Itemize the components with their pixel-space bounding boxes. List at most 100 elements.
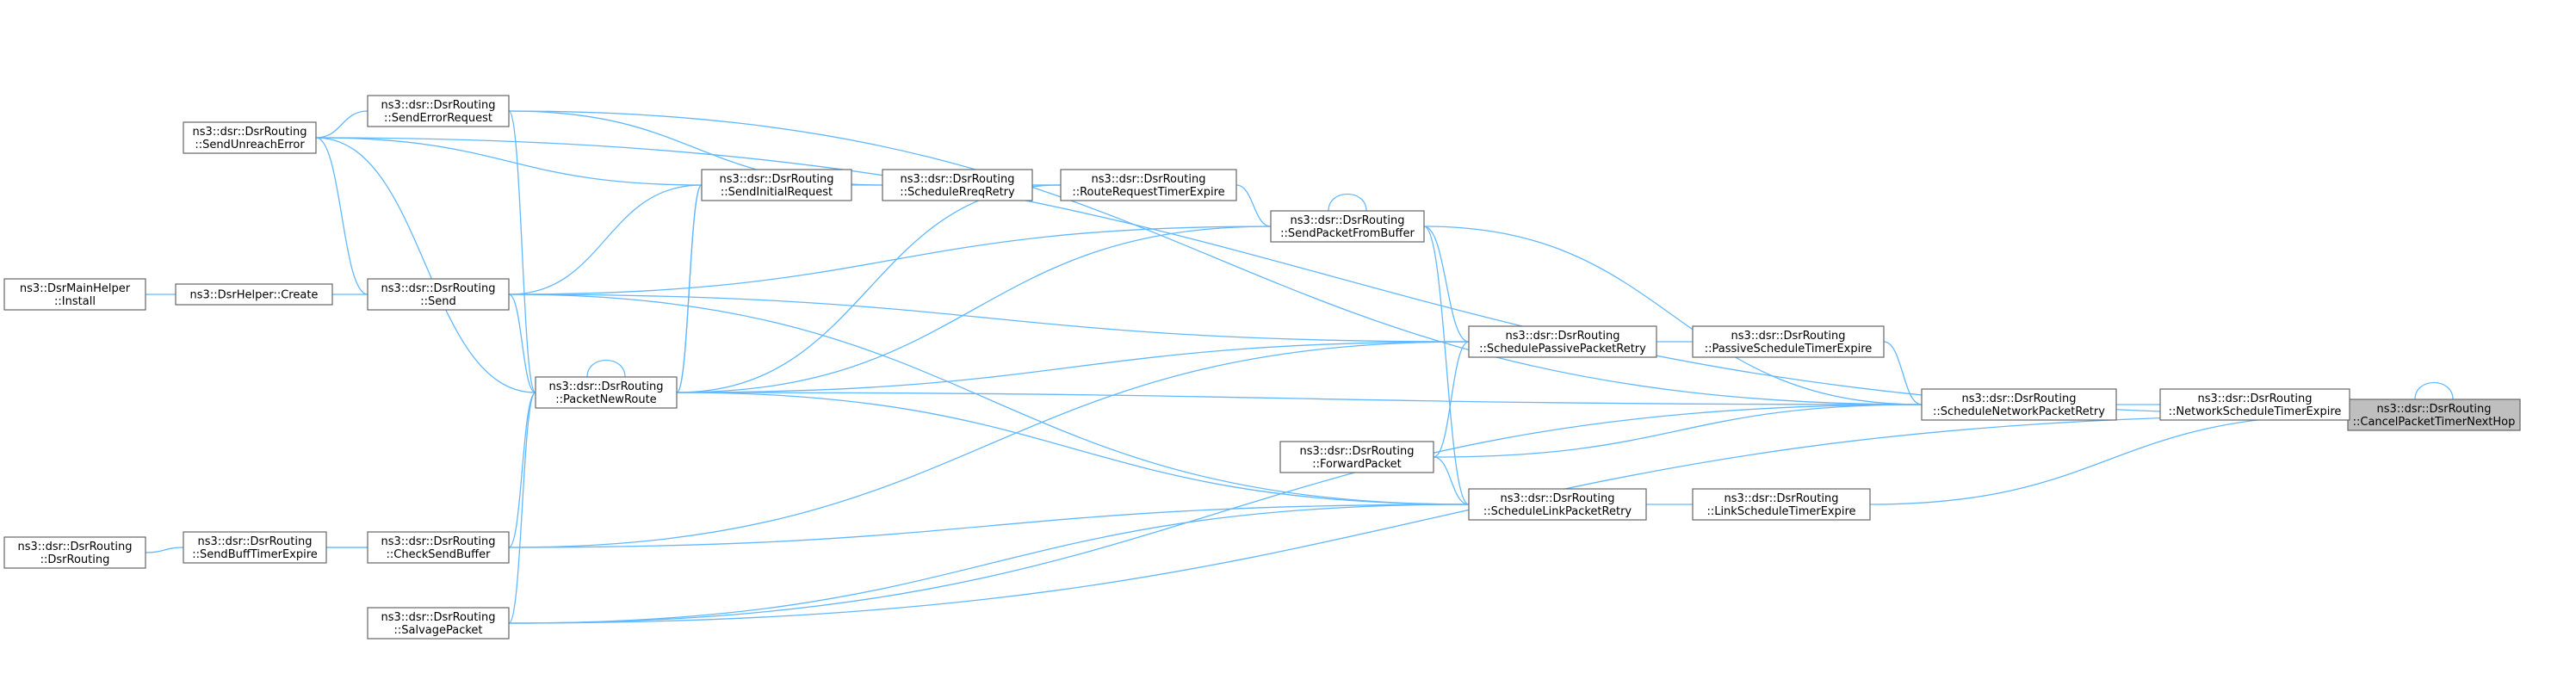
edge-line <box>508 504 1470 548</box>
node-label-line: ::SendBuffTimerExpire <box>192 548 318 561</box>
node-box[interactable] <box>183 121 317 154</box>
edge-schednet-to-netsched <box>2108 400 2160 409</box>
edge-unreach-to-senderr <box>308 110 368 142</box>
edge-line <box>676 392 1470 505</box>
node-label-line: ns3::dsr::DsrRouting <box>901 173 1015 186</box>
edge-line <box>1423 226 1470 505</box>
node-salvage[interactable]: ns3::dsr::DsrRouting::SalvagePacket <box>367 607 510 640</box>
node-label-line: ::CancelPacketTimerNextHop <box>2353 416 2516 429</box>
node-box[interactable] <box>1692 325 1885 358</box>
node-schedpass[interactable]: ns3::dsr::DsrRouting::SchedulePassivePac… <box>1468 325 1657 358</box>
nodes-layer: ns3::dsr::DsrRouting::CancelPacketTimerN… <box>3 95 2521 640</box>
node-box[interactable] <box>1279 441 1434 473</box>
edge-line <box>315 137 368 295</box>
node-label-line: ns3::DsrHelper::Create <box>190 289 319 302</box>
node-forward[interactable]: ns3::dsr::DsrRouting::ForwardPacket <box>1279 441 1434 473</box>
node-box[interactable] <box>3 278 146 311</box>
edge-line <box>508 110 1923 405</box>
edge-schedlink-to-linkexp <box>1638 500 1693 509</box>
edge-line <box>2414 381 2454 400</box>
node-label-line: ::ScheduleNetworkPacketRetry <box>1933 405 2105 418</box>
node-box[interactable] <box>367 607 510 640</box>
node-label-line: ns3::dsr::DsrRouting <box>381 611 496 624</box>
node-box[interactable] <box>701 169 852 201</box>
node-box[interactable] <box>535 376 678 409</box>
node-sendinit[interactable]: ns3::dsr::DsrRouting::SendInitialRequest <box>701 169 852 201</box>
node-label-line: ns3::DsrMainHelper <box>20 282 131 295</box>
edge-salvage-to-schedlink <box>501 504 1470 627</box>
node-box[interactable] <box>3 536 146 569</box>
node-label-line: ns3::dsr::DsrRouting <box>18 541 133 553</box>
edge-line <box>315 137 703 186</box>
node-senderr[interactable]: ns3::dsr::DsrRouting::SendErrorRequest <box>367 95 510 127</box>
edge-line <box>676 226 1272 393</box>
node-label-line: ::ForwardPacket <box>1312 458 1402 471</box>
node-label-line: ns3::dsr::DsrRouting <box>198 535 313 548</box>
node-schednet[interactable]: ns3::dsr::DsrRouting::ScheduleNetworkPac… <box>1921 388 2117 421</box>
node-box[interactable] <box>367 531 510 564</box>
node-box[interactable] <box>1060 169 1237 201</box>
node-label-line: ::SendErrorRequest <box>384 112 492 125</box>
edge-line <box>1433 404 1923 458</box>
node-label-line: ns3::dsr::DsrRouting <box>1300 445 1415 458</box>
node-box[interactable] <box>367 95 510 127</box>
edge-forward-to-schednet <box>1426 404 1923 461</box>
node-rrexp[interactable]: ns3::dsr::DsrRouting::RouteRequestTimerE… <box>1060 169 1237 201</box>
node-label-line: ns3::dsr::DsrRouting <box>720 173 834 186</box>
node-box[interactable] <box>367 278 510 311</box>
node-passexp[interactable]: ns3::dsr::DsrRouting::PassiveScheduleTim… <box>1692 325 1885 358</box>
edge-senderr-to-schednet <box>501 107 1923 405</box>
node-box[interactable] <box>1468 488 1647 521</box>
node-mainhelper[interactable]: ns3::DsrMainHelper::Install <box>3 278 146 311</box>
node-label-line: ns3::dsr::DsrRouting <box>1092 173 1206 186</box>
node-sendbuf[interactable]: ns3::dsr::DsrRouting::SendPacketFromBuff… <box>1270 210 1425 243</box>
node-netsched[interactable]: ns3::dsr::DsrRouting::NetworkScheduleTim… <box>2159 388 2350 421</box>
node-buftimer[interactable]: ns3::dsr::DsrRouting::SendBuffTimerExpir… <box>183 531 327 564</box>
node-send[interactable]: ns3::dsr::DsrRouting::Send <box>367 278 510 311</box>
node-dsrrouting[interactable]: ns3::dsr::DsrRouting::DsrRouting <box>3 536 146 569</box>
node-box[interactable] <box>2159 388 2350 421</box>
edge-line <box>676 341 1470 393</box>
edge-pnr-to-sendinit <box>669 184 703 397</box>
node-label-line: ::PassiveScheduleTimerExpire <box>1705 343 1873 355</box>
node-label-line: ns3::dsr::DsrRouting <box>2198 392 2313 405</box>
node-schedlink[interactable]: ns3::dsr::DsrRouting::ScheduleLinkPacket… <box>1468 488 1647 521</box>
edge-linkexp-to-cancel <box>1862 414 2349 509</box>
node-label-line: ::Send <box>420 295 456 308</box>
edge-line <box>508 341 1470 548</box>
edge-send-to-sendinit <box>501 184 703 299</box>
node-box[interactable] <box>175 283 333 306</box>
edge-line <box>508 294 536 393</box>
edge-line <box>1869 414 2349 505</box>
node-helpercreate[interactable]: ns3::DsrHelper::Create <box>175 283 333 306</box>
node-label-line: ::SchedulePassivePacketRetry <box>1479 343 1646 355</box>
edge-pnr-to-unreach <box>315 137 543 397</box>
node-box[interactable] <box>1270 210 1425 243</box>
node-label-line: ::CheckSendBuffer <box>387 548 492 561</box>
edge-line <box>676 392 1923 405</box>
node-box[interactable] <box>2347 399 2521 431</box>
node-cancel[interactable]: ns3::dsr::DsrRouting::CancelPacketTimerN… <box>2347 399 2521 431</box>
node-box[interactable] <box>1921 388 2117 421</box>
edge-line <box>1433 456 1470 505</box>
node-checkbuf[interactable]: ns3::dsr::DsrRouting::CheckSendBuffer <box>367 531 510 564</box>
node-label-line: ns3::dsr::DsrRouting <box>549 380 664 393</box>
edge-line <box>1328 193 1367 212</box>
node-linkexp[interactable]: ns3::dsr::DsrRouting::LinkScheduleTimerE… <box>1692 488 1871 521</box>
node-label-line: ns3::dsr::DsrRouting <box>1731 330 1846 343</box>
node-label-line: ns3::dsr::DsrRouting <box>1725 492 1839 505</box>
node-schedrreq[interactable]: ns3::dsr::DsrRouting::ScheduleRreqRetry <box>882 169 1033 201</box>
edge-senderr-to-pnr <box>501 107 536 393</box>
node-pnr[interactable]: ns3::dsr::DsrRouting::PacketNewRoute <box>535 376 678 409</box>
node-unreach[interactable]: ns3::dsr::DsrRouting::SendUnreachError <box>183 121 317 154</box>
edge-unreach-to-cancel <box>308 133 2349 416</box>
node-box[interactable] <box>882 169 1033 201</box>
node-box[interactable] <box>1468 325 1657 358</box>
edge-line <box>315 137 2349 416</box>
node-label-line: ::DsrRouting <box>40 553 110 566</box>
node-box[interactable] <box>1692 488 1871 521</box>
node-box[interactable] <box>183 531 327 564</box>
edge-line <box>508 404 1923 624</box>
edge-line <box>508 504 1470 624</box>
